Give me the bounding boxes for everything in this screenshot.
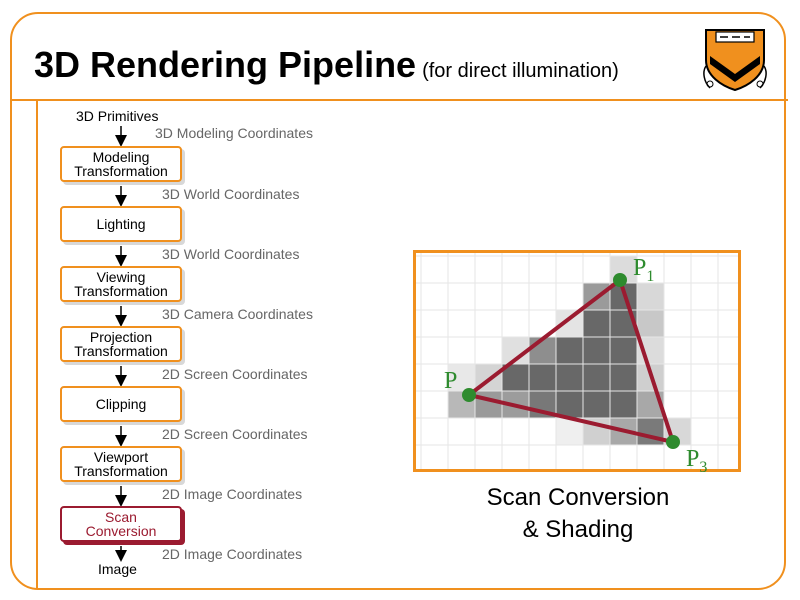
stage-lighting: Lighting [60,206,182,242]
title-subtitle: (for direct illumination) [422,60,619,82]
stage-label-line1: Viewing [96,269,146,285]
shaded-pixel [556,364,583,391]
vertex-label-p2: P [444,368,458,394]
title-divider [12,99,788,101]
slide-frame [10,12,786,590]
shaded-pixel [556,337,583,364]
slide-title: 3D Rendering Pipeline(for direct illumin… [34,44,619,86]
stage-label-line1: Projection [89,329,153,345]
coord-label: 3D Camera Coordinates [162,306,313,322]
left-margin-rule [36,100,38,588]
vertex-dot [462,388,476,402]
stage-label-line2: Transformation [74,163,168,179]
vertex-dot [613,273,627,287]
coord-label: 3D World Coordinates [162,186,300,202]
stage-label-line1: Viewport [93,449,149,465]
stage-label-line2: Transformation [74,463,168,479]
stage-label-line2: Conversion [85,523,157,539]
shaded-pixel [556,418,583,445]
shaded-pixel [583,337,610,364]
shaded-pixel [637,283,664,310]
shaded-pixel [583,391,610,418]
figure-caption: Scan Conversion & Shading [448,482,708,546]
caption-line2: & Shading [522,516,634,543]
title-main: 3D Rendering Pipeline [34,44,417,85]
stage-label-line1: Clipping [95,396,147,412]
coord-label: 2D Screen Coordinates [162,366,308,382]
shaded-pixel [475,391,502,418]
vertex-label-p3: P3 [686,446,708,476]
vertex-dot [666,435,680,449]
coord-label: 2D Image Coordinates [162,546,303,562]
pipeline-output: Image [98,561,137,577]
stage-label-line2: Transformation [74,283,168,299]
shaded-pixel [529,364,556,391]
pipeline-input: 3D Primitives [76,108,159,124]
shaded-pixel [448,364,475,391]
triangle-outline [467,278,675,444]
raster-grid [416,253,738,469]
coord-label: 3D World Coordinates [162,246,300,262]
stage-label-line1: Lighting [96,216,146,232]
princeton-shield-logo [703,29,767,92]
coord-label: 3D Modeling Coordinates [155,125,313,141]
stage-label-line1: Modeling [92,149,150,165]
coord-label: 2D Image Coordinates [162,486,303,502]
stage-clipping: Clipping [60,386,182,422]
shaded-pixel [610,364,637,391]
shaded-pixel [583,310,610,337]
shaded-pixel [583,364,610,391]
vertex-label-p1: P1 [633,255,655,285]
shaded-pixel [610,337,637,364]
shaded-pixel [556,391,583,418]
shaded-pixel [610,391,637,418]
raster-figure [413,250,741,472]
shaded-pixel [637,310,664,337]
stage-label-line2: Transformation [74,343,168,359]
coord-label: 2D Screen Coordinates [162,426,308,442]
stage-label-line1: Scan [105,509,137,525]
caption-line1: Scan Conversion [486,484,670,511]
